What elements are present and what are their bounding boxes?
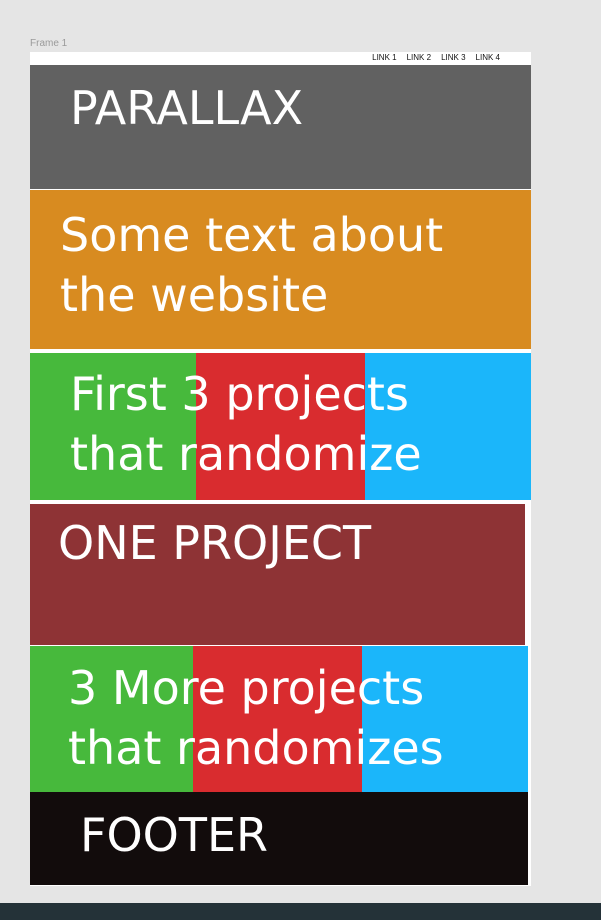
nav-link-1[interactable]: LINK 1 bbox=[372, 53, 397, 62]
frame-label[interactable]: Frame 1 bbox=[30, 38, 68, 49]
project-column-green[interactable] bbox=[30, 353, 196, 500]
nav-link-2[interactable]: LINK 2 bbox=[406, 53, 432, 62]
footer-title: FOOTER bbox=[80, 808, 268, 862]
one-project-title: ONE PROJECT bbox=[58, 516, 372, 570]
nav-links: LINK 1 LINK 2 LINK 3 LINK 4 bbox=[372, 53, 500, 62]
projects-more-text: 3 More projects that randomizes bbox=[68, 661, 444, 775]
hero-section[interactable]: PARALLAX bbox=[30, 65, 531, 189]
frame[interactable]: LINK 1 LINK 2 LINK 3 LINK 4 PARALLAX Som… bbox=[30, 52, 531, 886]
project-column-red[interactable] bbox=[196, 353, 365, 500]
footer-section[interactable]: FOOTER bbox=[30, 792, 528, 885]
project-column-blue[interactable] bbox=[362, 646, 528, 792]
nav-link-4[interactable]: LINK 4 bbox=[475, 53, 500, 62]
one-project-section[interactable]: ONE PROJECT bbox=[30, 504, 525, 645]
about-section[interactable]: Some text about the website bbox=[30, 190, 531, 349]
projects-section-more[interactable]: 3 More projects that randomizes bbox=[30, 646, 528, 792]
projects-section-first[interactable]: First 3 projects that randomize bbox=[30, 353, 531, 500]
project-column-red[interactable] bbox=[193, 646, 362, 792]
hero-title: PARALLAX bbox=[70, 81, 304, 135]
project-column-blue[interactable] bbox=[365, 353, 531, 500]
top-nav: LINK 1 LINK 2 LINK 3 LINK 4 bbox=[30, 52, 531, 65]
about-text: Some text about the website bbox=[60, 208, 444, 322]
nav-link-3[interactable]: LINK 3 bbox=[441, 53, 466, 62]
projects-first-text: First 3 projects that randomize bbox=[70, 367, 422, 481]
editor-bottom-bar bbox=[0, 903, 601, 920]
project-column-green[interactable] bbox=[30, 646, 193, 792]
